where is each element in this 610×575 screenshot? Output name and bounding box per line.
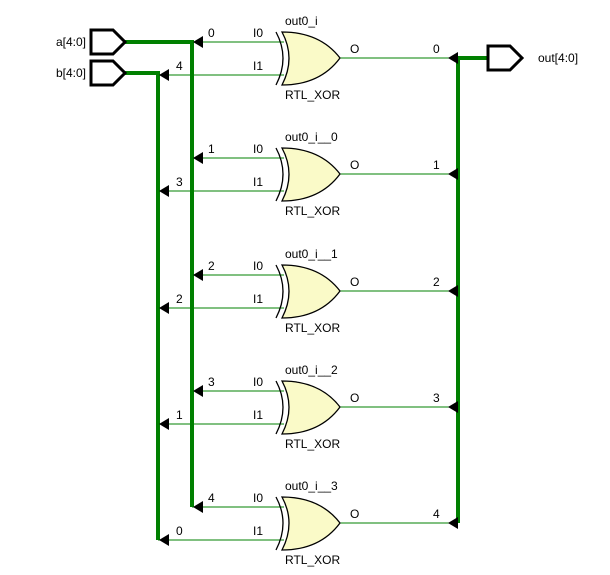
gate-out0_i-name-label: out0_i xyxy=(285,14,318,28)
gate-out0_i__1-b-bit-label: 2 xyxy=(176,292,183,306)
input-port-a-shape xyxy=(89,28,128,56)
gate-out0_i__1-xor-back-arc xyxy=(275,264,284,319)
gate-out0_i-o-pin-label: O xyxy=(350,42,359,56)
wires-layer: 0 4 0 1 3 1 2 2 2 3 1 3 4 0 4 xyxy=(125,26,488,546)
gate-out0_i__0-b-bit-label: 3 xyxy=(176,175,183,189)
input-port-b-shape xyxy=(89,59,128,87)
gate-out0_i-type-label: RTL_XOR xyxy=(285,88,340,102)
gate-out0_i__3-o-ripper xyxy=(448,517,458,529)
output-port-out[interactable]: out[4:0] xyxy=(486,44,578,72)
gate-out0_i__3-type-label: RTL_XOR xyxy=(285,553,340,567)
gate-out0_i__1-i0-ripper xyxy=(193,269,203,281)
gate-out0_i__1-name-label: out0_i__1 xyxy=(285,247,338,261)
gate-out0_i__2-o-ripper xyxy=(448,401,458,413)
gate-out0_i-a-bit-label: 0 xyxy=(208,26,215,40)
output-port-out-label: out[4:0] xyxy=(538,51,578,65)
input-port-b[interactable]: b[4:0] xyxy=(56,59,128,87)
gate-out0_i__0-wires: 1 3 1 xyxy=(158,142,458,197)
gate-out0_i__0-xor-back-arc xyxy=(275,147,284,202)
gate-out0_i__2-a-bit-label: 3 xyxy=(208,375,215,389)
gate-out0_i__0-xor-body xyxy=(280,147,341,202)
gate-out0_i__1-wires: 2 2 2 xyxy=(158,259,458,314)
gate-out0_i__0-i0-ripper xyxy=(193,152,203,164)
gate-out0_i__2-type-label: RTL_XOR xyxy=(285,437,340,451)
input-port-a[interactable]: a[4:0] xyxy=(56,28,128,56)
gate-out0_i-i1-pin-label: I1 xyxy=(253,59,263,73)
gate-out0_i__3-i0-ripper xyxy=(193,501,203,513)
gate-out0_i__3-a-bit-label: 4 xyxy=(208,491,215,505)
gate-out0_i__3-i0-pin-label: I0 xyxy=(253,491,263,505)
bus-b xyxy=(125,71,160,540)
gate-out0_i__0-i1-ripper xyxy=(159,185,169,197)
gate-out0_i__0-o-pin-label: O xyxy=(350,158,359,172)
gate-out0_i__1-o-ripper xyxy=(448,285,458,297)
gate-out0_i__1-i1-ripper xyxy=(159,302,169,314)
gate-out0_i__0-type-label: RTL_XOR xyxy=(285,204,340,218)
gate-out0_i__0-a-bit-label: 1 xyxy=(208,142,215,156)
gate-out0_i__3-out-bit-label: 4 xyxy=(433,507,440,521)
gate-out0_i__2-i0-ripper xyxy=(193,385,203,397)
gate-out0_i__3-o-pin-label: O xyxy=(350,507,359,521)
gate-out0_i__0-name-label: out0_i__0 xyxy=(285,130,338,144)
gate-out0_i-xor-back-arc xyxy=(275,31,284,86)
gate-out0_i__2-xor-body xyxy=(280,380,341,435)
gate-out0_i__2-xor-back-arc xyxy=(275,380,284,435)
gate-out0_i__1-type-label: RTL_XOR xyxy=(285,321,340,335)
gate-out0_i__3-name-label: out0_i__3 xyxy=(285,479,338,493)
gate-out0_i__3-wires: 4 0 4 xyxy=(158,491,458,546)
input-port-b-label: b[4:0] xyxy=(56,66,86,80)
gate-out0_i-o-ripper xyxy=(448,52,458,64)
gate-out0_i__2-b-bit-label: 1 xyxy=(176,408,183,422)
gate-out0_i__3-xor-back-arc xyxy=(275,496,284,551)
gate-out0_i__3-b-bit-label: 0 xyxy=(176,524,183,538)
gate-out0_i__2-i1-pin-label: I1 xyxy=(253,408,263,422)
gate-out0_i-xor-body xyxy=(280,31,341,86)
gate-out0_i-wires: 0 4 0 xyxy=(158,26,458,81)
gate-out0_i__0-i0-pin-label: I0 xyxy=(253,142,263,156)
gate-out0_i__3-i1-pin-label: I1 xyxy=(253,524,263,538)
gate-out0_i__2-out-bit-label: 3 xyxy=(433,391,440,405)
gate-out0_i__1-i0-pin-label: I0 xyxy=(253,259,263,273)
gate-out0_i__1-i1-pin-label: I1 xyxy=(253,292,263,306)
gate-out0_i__2-name-label: out0_i__2 xyxy=(285,363,338,377)
gate-out0_i__2-i1-ripper xyxy=(159,418,169,430)
ports-layer: a[4:0] b[4:0] out[4:0] xyxy=(56,28,578,87)
gate-out0_i__0-i1-pin-label: I1 xyxy=(253,175,263,189)
gate-out0_i__2-o-pin-label: O xyxy=(350,391,359,405)
gate-out0_i__3-i1-ripper xyxy=(159,534,169,546)
output-port-out-shape xyxy=(486,44,525,72)
input-port-a-label: a[4:0] xyxy=(56,35,86,49)
gate-out0_i__1-xor-body xyxy=(280,264,341,319)
gate-out0_i__2-wires: 3 1 3 xyxy=(158,375,458,430)
gate-out0_i__0-out-bit-label: 1 xyxy=(433,158,440,172)
gate-out0_i__1-out-bit-label: 2 xyxy=(433,275,440,289)
gate-out0_i-b-bit-label: 4 xyxy=(176,59,183,73)
gate-out0_i__1-o-pin-label: O xyxy=(350,275,359,289)
gate-out0_i__1-a-bit-label: 2 xyxy=(208,259,215,273)
gate-out0_i-i1-ripper xyxy=(159,69,169,81)
gate-out0_i-i0-ripper xyxy=(193,36,203,48)
gate-out0_i__2-i0-pin-label: I0 xyxy=(253,375,263,389)
gate-out0_i__0-o-ripper xyxy=(448,168,458,180)
gates-layer: out0_iI0I1ORTL_XORout0_i__0I0I1ORTL_XORo… xyxy=(253,14,359,567)
gate-out0_i-out-bit-label: 0 xyxy=(433,42,440,56)
gate-out0_i-i0-pin-label: I0 xyxy=(253,26,263,40)
gate-out0_i__3-xor-body xyxy=(280,496,341,551)
